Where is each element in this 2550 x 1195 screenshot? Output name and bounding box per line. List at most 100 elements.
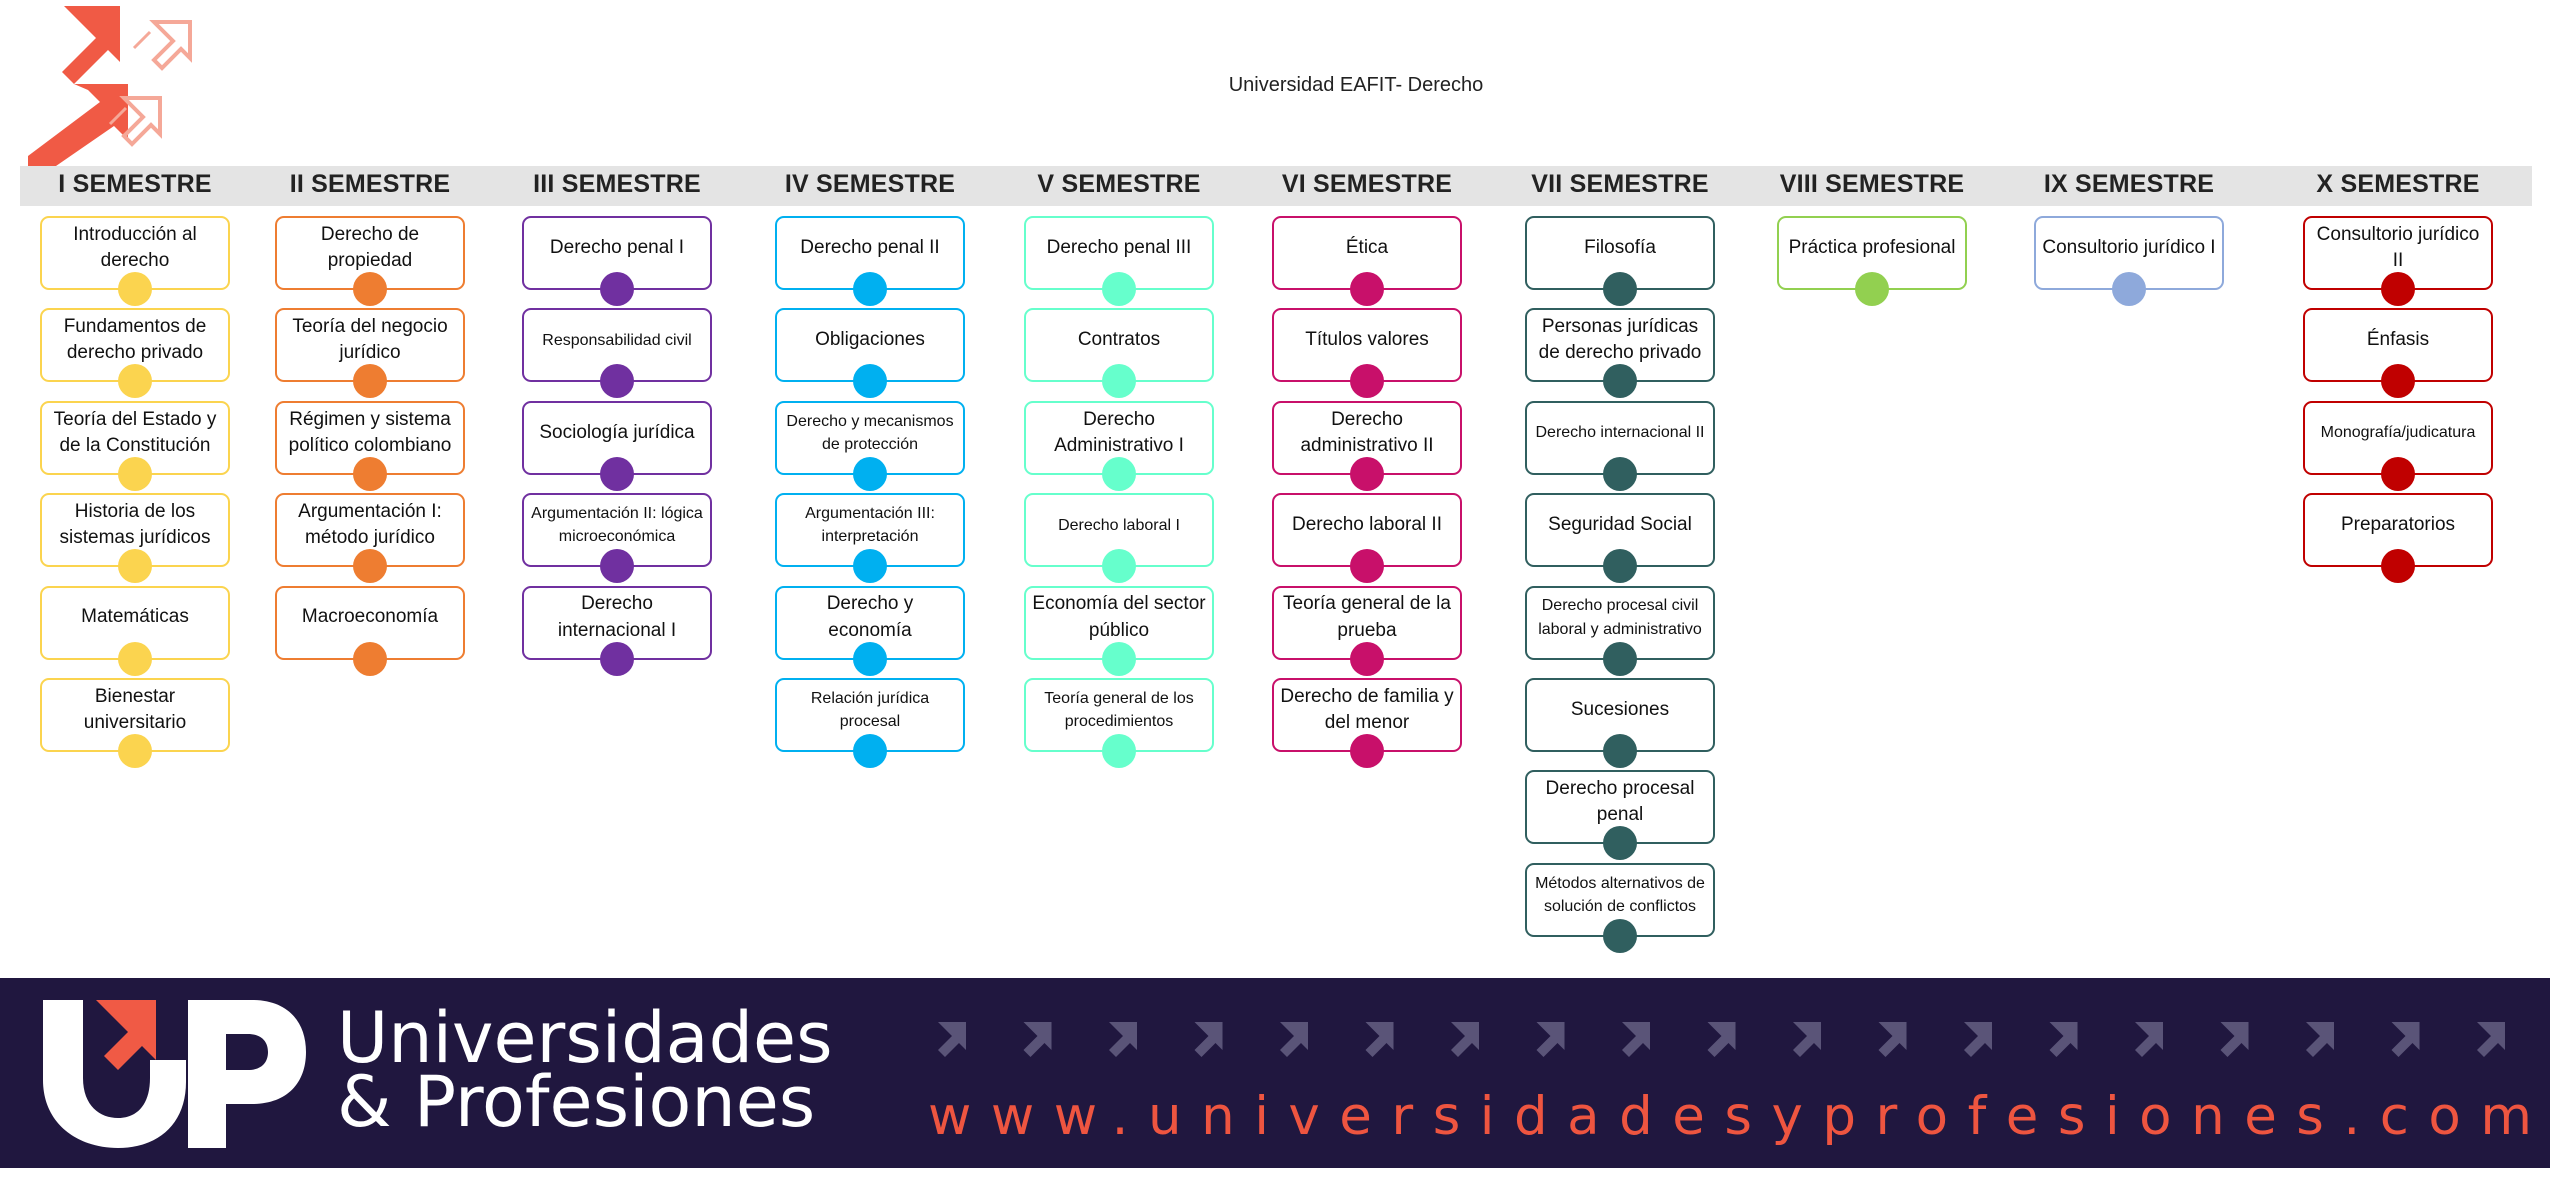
course-label: Derecho y mecanismos de protección [786,412,954,453]
course-connector-dot [118,734,152,768]
course-connector-dot [2381,549,2415,584]
semester-header-x: X SEMESTRE [2316,170,2480,198]
course-label: Derecho laboral II [1292,514,1442,536]
course-label: Preparatorios [2340,514,2456,536]
course-label: Consultorio jurídico I [2042,236,2216,258]
chevron-arrow-icon [1451,1022,1479,1057]
course-label: Énfasis [2366,329,2430,351]
course-label: Contratos [1077,329,1161,351]
chevron-arrow-icon [2477,1022,2505,1057]
course-label: Derecho procesal civil laboral y adminis… [1538,597,1702,638]
course-label: Práctica profesional [1788,236,1956,258]
course-connector-dot [118,364,152,399]
course-label: Derecho internacional II [1535,424,1705,442]
course-box: Bienestar universitario [40,678,230,752]
semester-header-ix: IX SEMESTRE [2043,170,2215,198]
semester-header-i: I SEMESTRE [58,170,212,198]
course-connector-dot [2112,272,2146,306]
course-connector-dot [1102,641,1136,676]
course-label: Teoría del Estado y de la Constitución [53,408,217,456]
chevron-arrows-icon [938,1022,2505,1057]
chevron-arrow-icon [1536,1022,1565,1057]
page-title: Universidad EAFIT- Derecho [1228,74,1484,96]
course-label: Bienestar universitario [83,685,187,733]
footer-banner: Universidades & Profesiones www.universi… [0,978,2550,1168]
course-label: Derecho Administrativo I [1054,408,1184,456]
chevron-arrow-icon [1707,1022,1736,1057]
up-logo-icon [43,1000,306,1148]
course-label: Relación jurídica procesal [810,689,930,730]
course-connector-dot [118,272,152,306]
course-connector-dot [353,641,387,676]
course-connector-dot [600,456,634,491]
course-connector-dot [1603,272,1637,306]
course-label: Historia de los sistemas jurídicos [59,500,211,549]
semester-header-vii: VII SEMESTRE [1531,170,1709,198]
course-label: Métodos alternativos de solución de conf… [1535,874,1705,915]
course-connector-dot [853,641,887,676]
course-connector-dot [853,364,887,399]
course-label: Responsabilidad civil [542,331,692,349]
course-connector-dot [1102,456,1136,491]
chevron-arrow-icon [1878,1022,1907,1057]
course-label: Teoría del negocio jurídico [292,316,448,364]
course-box: Derecho procesal civil laboral y adminis… [1525,585,1715,660]
course-label: Derecho procesal penal [1545,778,1695,826]
course-label: Argumentación II: lógica microeconómica [531,505,703,546]
chevron-arrow-icon [2049,1022,2078,1057]
brand-line-1: Universidades [337,997,833,1079]
course-box: Régimen y sistema político colombiano [275,400,465,475]
course-connector-dot [1350,549,1384,584]
course-connector-dot [118,456,152,491]
chevron-arrow-icon [1023,1022,1052,1057]
course-connector-dot [1603,734,1637,768]
course-label: Teoría general de la prueba [1283,593,1451,641]
course-label: Consultorio jurídico II [2316,223,2480,271]
chevron-arrow-icon [938,1022,966,1057]
course-connector-dot [853,456,887,491]
course-label: Derecho y economía [826,593,914,641]
chevron-arrow-icon [2391,1022,2420,1057]
course-connector-dot [600,364,634,399]
course-label: Argumentación III: interpretación [805,505,935,546]
course-box: Historia de los sistemas jurídicos [40,493,230,568]
chevron-arrow-icon [1964,1022,1992,1057]
course-box: Derecho de familia y del menor [1272,678,1462,752]
course-label: Teoría general de los procedimientos [1044,689,1194,730]
chevron-arrow-icon [2220,1022,2249,1057]
semester-header-viii: VIII SEMESTRE [1779,170,1965,198]
course-connector-dot [600,272,634,306]
course-connector-dot [353,549,387,584]
website-url[interactable]: www.universidadesyprofesiones.com [928,1086,2550,1147]
chevron-arrow-icon [1194,1022,1223,1057]
course-label: Derecho de propiedad [320,223,420,271]
course-connector-dot [2381,272,2415,306]
chevron-arrow-icon [1622,1022,1650,1057]
course-connector-dot [853,272,887,306]
course-connector-dot [1603,641,1637,676]
course-connector-dot [118,549,152,584]
course-connector-dot [1603,549,1637,584]
course-connector-dot [1102,734,1136,768]
course-label: Régimen y sistema político colombiano [288,408,452,456]
course-box: Derecho y economía [775,585,965,660]
course-label: Macroeconomía [301,606,439,628]
chevron-arrow-icon [2306,1022,2334,1057]
course-connector-dot [1603,364,1637,399]
course-label: Seguridad Social [1548,514,1692,536]
course-connector-dot [2381,456,2415,491]
course-label: Derecho administrativo II [1300,408,1434,456]
course-label: Matemáticas [81,606,189,628]
brand-line-2: & Profesiones [337,1061,816,1144]
course-label: Sociología jurídica [539,421,695,443]
course-label: Derecho penal II [800,236,940,258]
course-connector-dot [1350,456,1384,491]
course-connector-dot [853,734,887,768]
course-box: Derecho penal I [522,216,712,290]
course-connector-dot [353,364,387,399]
course-connector-dot [1102,272,1136,306]
course-label: Economía del sector público [1032,593,1206,641]
course-connector-dot [118,641,152,676]
semester-header-ii: II SEMESTRE [289,170,451,198]
semester-header-v: V SEMESTRE [1037,170,1201,198]
